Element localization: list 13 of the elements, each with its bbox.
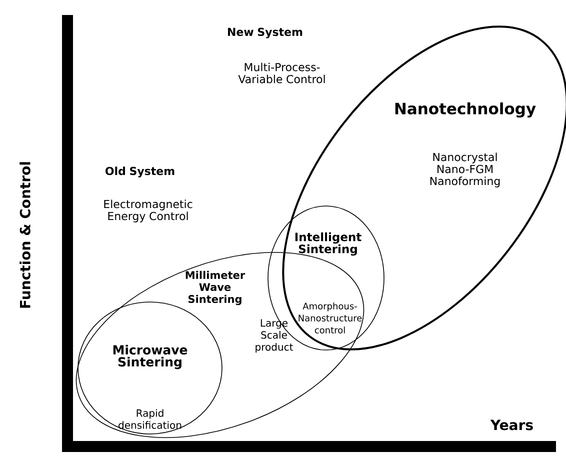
node-heading: Millimeter Wave Sintering <box>186 270 246 306</box>
node-heading: Intelligent Sintering <box>295 232 362 256</box>
axis-label: Function & Control <box>20 162 30 308</box>
node-text: Nanocrystal Nano-FGM Nanoforming <box>430 152 500 188</box>
node-text: Amorphous-Nanostructure control <box>298 302 362 334</box>
axis-label: Years <box>490 420 533 430</box>
system-text: Multi-Process-Variable Control <box>238 62 325 84</box>
system-heading: New System <box>228 28 302 38</box>
node-text: Rapid densification <box>118 409 182 429</box>
node-heading: Nanotechnology <box>395 102 536 118</box>
system-heading: Old System <box>105 166 174 178</box>
node-heading: Microwave Sintering <box>113 344 188 370</box>
system-text: Electromagnetic Energy Control <box>104 200 192 222</box>
